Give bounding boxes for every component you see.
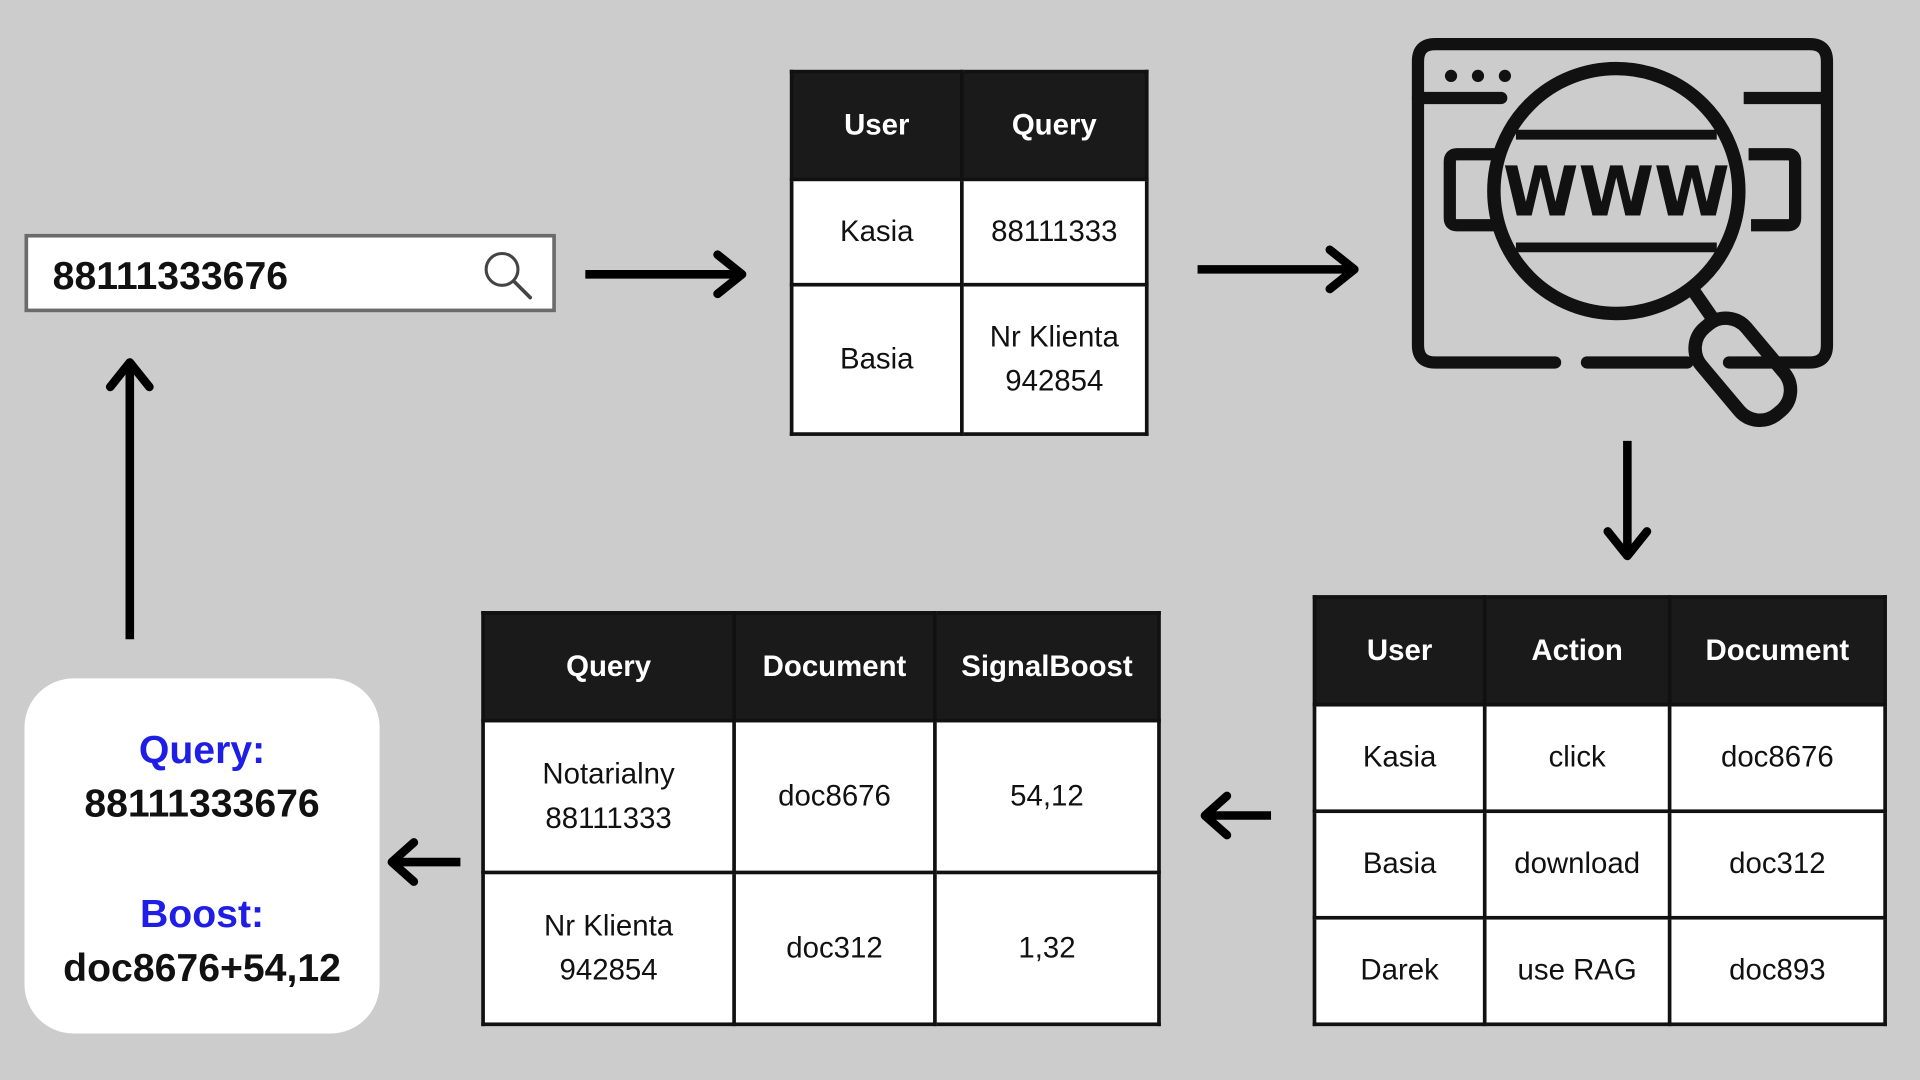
header-user: User [789,69,964,182]
arrow-right-1 [585,250,747,299]
cell-signalboost: 54,12 [933,718,1161,875]
cell-user: Basia [789,282,964,436]
result-card: Query: 88111333676 Boost: doc8676+54,12 [24,678,380,1034]
cell-signalboost: 1,32 [933,870,1161,1027]
header-document: Document [732,611,937,723]
cell-document: doc312 [732,870,937,1027]
cell-document: doc312 [1667,809,1887,920]
arrow-left-1 [1200,791,1272,840]
cell-action: download [1482,809,1672,920]
cell-user: Basia [1312,809,1487,920]
search-value: 88111333676 [52,253,289,298]
cell-user: Kasia [1312,702,1487,814]
arrow-left-2 [387,838,461,886]
header-query: Query [481,611,736,723]
query-label: Query: [138,727,266,772]
www-text: WWW [1503,153,1730,233]
search-input[interactable]: 88111333676 [24,233,556,313]
user-action-table: User Action Document Kasia click doc8676… [1312,595,1887,1027]
user-query-table: User Query Kasia 88111333 Basia Nr Klien… [789,69,1149,436]
query-value: 88111333676 [84,781,320,826]
cell-query: 88111333 [960,177,1149,287]
header-document: Document [1667,595,1887,707]
cell-document: doc8676 [1667,702,1887,814]
cell-user: Darek [1312,915,1487,1027]
table-row: Basia download doc312 [1312,809,1887,920]
header-query: Query [960,69,1149,182]
header-user: User [1312,595,1487,707]
arrow-right-2 [1197,245,1359,294]
cell-action: click [1482,702,1672,814]
arrow-up [105,358,154,640]
web-search-icon: WWW [1411,37,1834,427]
boost-label: Boost: [140,891,265,936]
header-action: Action [1482,595,1672,707]
table-row: Kasia click doc8676 [1312,702,1887,814]
cell-action: use RAG [1482,915,1672,1027]
boost-value: doc8676+54,12 [63,945,341,990]
table-row: Kasia 88111333 [789,177,1149,287]
header-signalboost: SignalBoost [933,611,1161,723]
cell-user: Kasia [789,177,964,287]
arrow-down [1603,440,1652,561]
search-icon [484,251,533,300]
cell-document: doc893 [1667,915,1887,1027]
cell-document: doc8676 [732,718,937,875]
table-row: Darek use RAG doc893 [1312,915,1887,1027]
